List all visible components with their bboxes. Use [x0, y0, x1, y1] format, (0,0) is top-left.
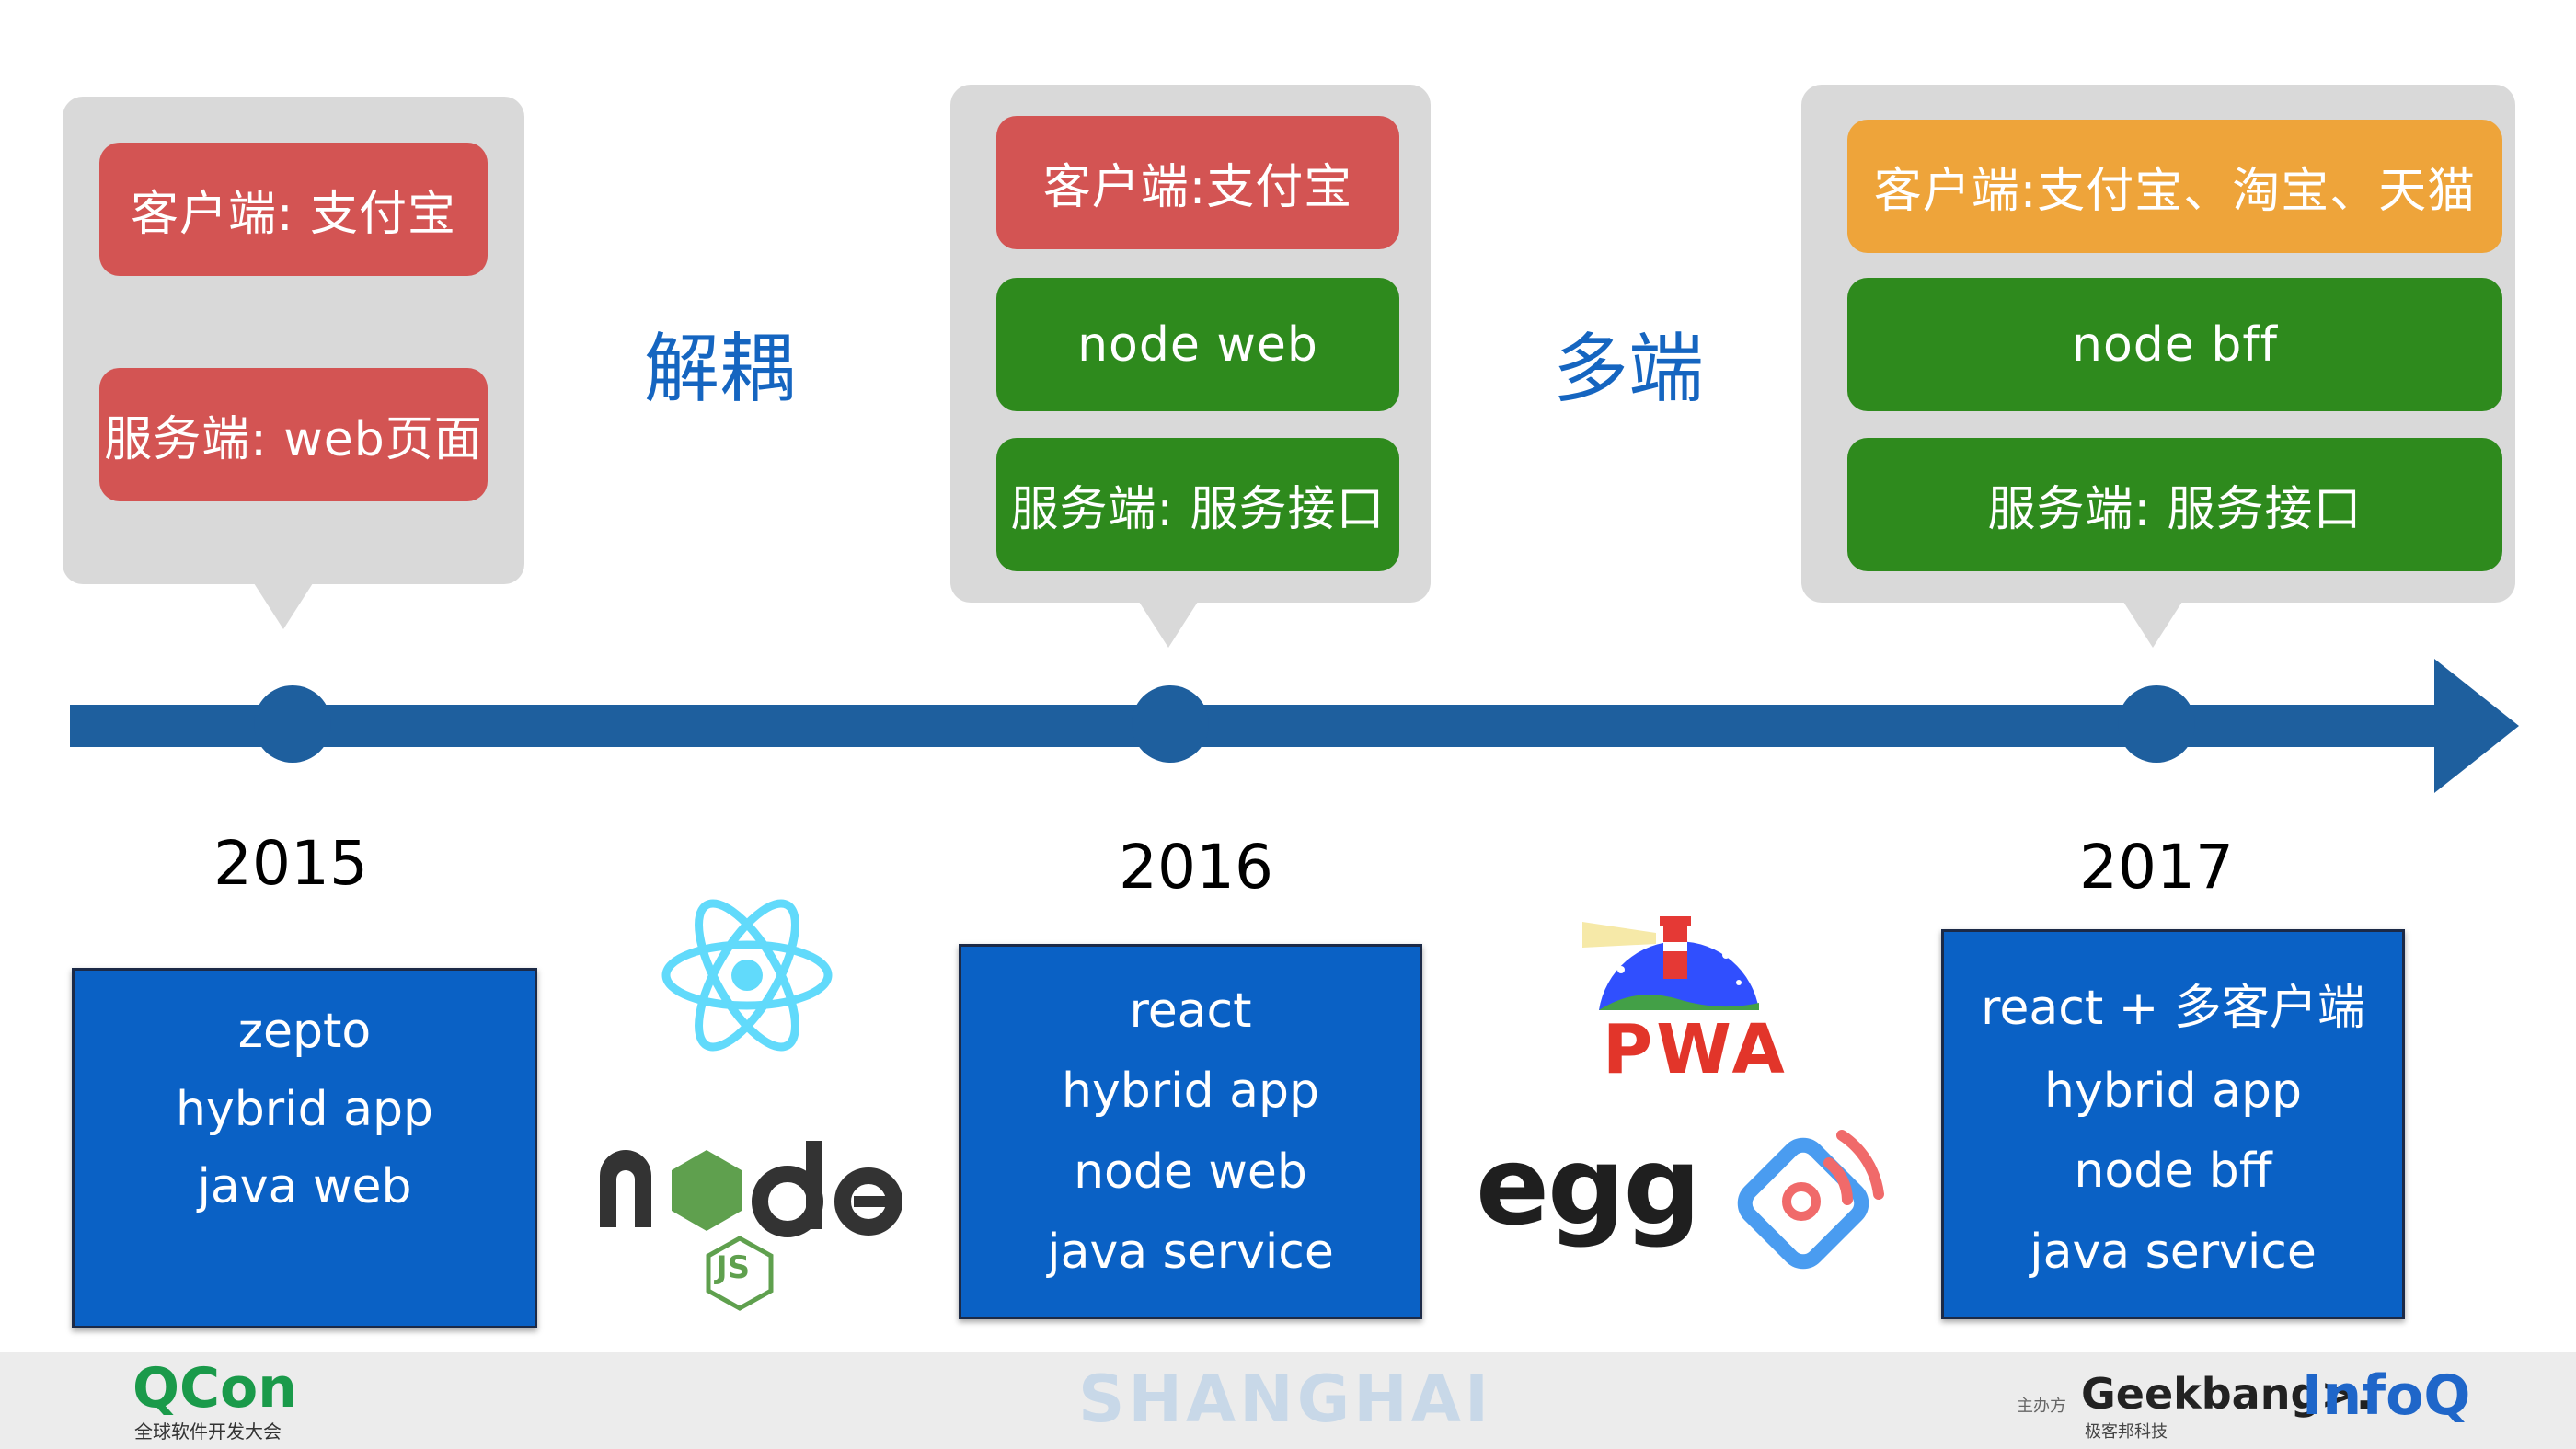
box-server-2017: 服务端: 服务接口	[1847, 438, 2502, 571]
timeline-node-2016	[1132, 685, 1209, 763]
year-2017: 2017	[2079, 832, 2234, 903]
stack-2017: react + 多客户端 hybrid app node bff java se…	[1941, 929, 2405, 1319]
box-server-2015: 服务端: web页面	[99, 368, 488, 501]
connector-decouple: 解耦	[644, 326, 796, 413]
callout-pointer-2015	[254, 583, 313, 629]
egg-logo: egg	[1476, 1122, 1701, 1249]
stack-2015: zepto hybrid app java web	[72, 968, 537, 1328]
stack-2016-item-java-service: java service	[1047, 1225, 1334, 1281]
box-server-2016: 服务端: 服务接口	[996, 438, 1399, 571]
stack-2017-item-java-service: java service	[2030, 1225, 2317, 1281]
stack-2015-item-java-web: java web	[197, 1159, 412, 1215]
footer-city: SHANGHAI	[1078, 1362, 1493, 1437]
stack-2016-item-node-web: node web	[1074, 1144, 1307, 1200]
geekbang-subtitle: 极客邦科技	[2085, 1422, 2168, 1442]
box-client-2016: 客户端:支付宝	[996, 116, 1399, 249]
box-node-bff-2017: node bff	[1847, 278, 2502, 411]
pwa-logo: PWA	[1582, 911, 1785, 1089]
stack-2016-item-react: react	[1129, 983, 1252, 1039]
box-node-web-2016: node web	[996, 278, 1399, 411]
geekbang-logo: Geekbang>.	[2081, 1369, 2373, 1419]
callout-pointer-2016	[1139, 602, 1198, 648]
timeline-bar	[70, 705, 2444, 747]
pwa-text: PWA	[1603, 1010, 1788, 1089]
box-client-2017: 客户端:支付宝、淘宝、天猫	[1847, 120, 2502, 253]
node-js-badge-text: JS	[716, 1249, 751, 1286]
box-client-2015: 客户端: 支付宝	[99, 143, 488, 276]
timeline-arrowhead	[2434, 659, 2519, 793]
stack-2017-item-node-bff: node bff	[2074, 1144, 2272, 1200]
qcon-logo: QCon	[132, 1356, 297, 1420]
year-2016: 2016	[1119, 832, 1273, 903]
weex-icon	[1737, 1130, 1884, 1270]
qcon-subtitle: 全球软件开发大会	[134, 1420, 282, 1443]
lighthouse-icon	[1582, 916, 1759, 1010]
year-2015: 2015	[213, 828, 368, 899]
timeline-node-2015	[254, 685, 331, 763]
connector-multi-end: 多端	[1553, 326, 1705, 413]
stack-2015-item-zepto: zepto	[237, 1004, 372, 1060]
infoq-logo: InfoQ	[2302, 1363, 2471, 1428]
timeline-node-2017	[2118, 685, 2195, 763]
stack-2016: react hybrid app node web java service	[959, 944, 1422, 1319]
stack-2016-item-hybrid: hybrid app	[1062, 1064, 1319, 1120]
timeline-arrow	[70, 659, 2519, 793]
node-js-badge-icon	[706, 1236, 774, 1311]
stack-2017-item-react-multi: react + 多客户端	[1981, 980, 2365, 1036]
sponsor-label: 主办方	[2017, 1397, 2066, 1416]
footer-bar	[0, 1352, 2576, 1449]
node-wordmark-icon	[600, 1141, 902, 1237]
node-logo: JS	[596, 1132, 902, 1316]
callout-pointer-2017	[2123, 602, 2182, 648]
stack-2017-item-hybrid: hybrid app	[2044, 1063, 2302, 1119]
stack-2015-spacer	[75, 1237, 535, 1293]
stack-2015-item-hybrid: hybrid app	[176, 1081, 433, 1137]
react-icon	[661, 899, 833, 1052]
